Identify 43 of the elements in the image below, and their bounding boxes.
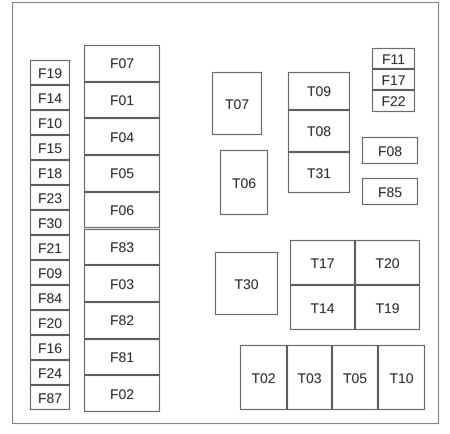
fuse-slot: F11 [372,48,415,69]
relay-slot: T06 [220,150,268,215]
fuse-slot: F07 [84,45,160,82]
relay-slot: T19 [355,285,420,330]
relay-slot: T20 [355,240,420,285]
fuse-slot: F22 [372,90,415,112]
fuse-slot: F15 [30,135,70,160]
fuse-slot: F83 [84,228,160,266]
relay-slot: T10 [378,345,425,410]
relay-slot: T30 [215,252,278,315]
relay-slot: T03 [287,345,332,410]
fuse-slot: F01 [84,82,160,118]
fuse-slot: F21 [30,235,70,260]
fuse-slot: F03 [84,265,160,302]
fuse-slot: F14 [30,85,70,110]
fuse-slot: F18 [30,160,70,185]
fuse-slot: F30 [30,210,70,235]
fuse-slot: F08 [362,137,418,164]
fuse-slot: F82 [84,302,160,339]
fuse-slot: F04 [84,118,160,156]
relay-slot: T05 [332,345,378,410]
fuse-slot: F16 [30,335,70,360]
fuse-slot: F17 [372,69,415,90]
fuse-slot: F19 [30,60,70,85]
relay-slot: T08 [288,110,350,152]
relay-slot: T02 [240,345,287,410]
relay-slot: T09 [288,72,350,110]
relay-slot: T14 [290,285,355,330]
fuse-slot: F05 [84,155,160,192]
fuse-slot: F02 [84,375,160,412]
fuse-slot: F87 [30,385,70,410]
fuse-slot: F06 [84,192,160,228]
fuse-slot: F24 [30,360,70,385]
fuse-slot: F81 [84,338,160,376]
fuse-slot: F09 [30,260,70,285]
fuse-slot: F84 [30,285,70,310]
fuse-slot: F10 [30,110,70,135]
fuse-slot: F23 [30,185,70,210]
relay-slot: T17 [290,240,355,285]
fuse-slot: F20 [30,310,70,335]
relay-slot: T07 [212,72,262,135]
relay-slot: T31 [288,152,350,193]
fuse-slot: F85 [362,178,418,205]
